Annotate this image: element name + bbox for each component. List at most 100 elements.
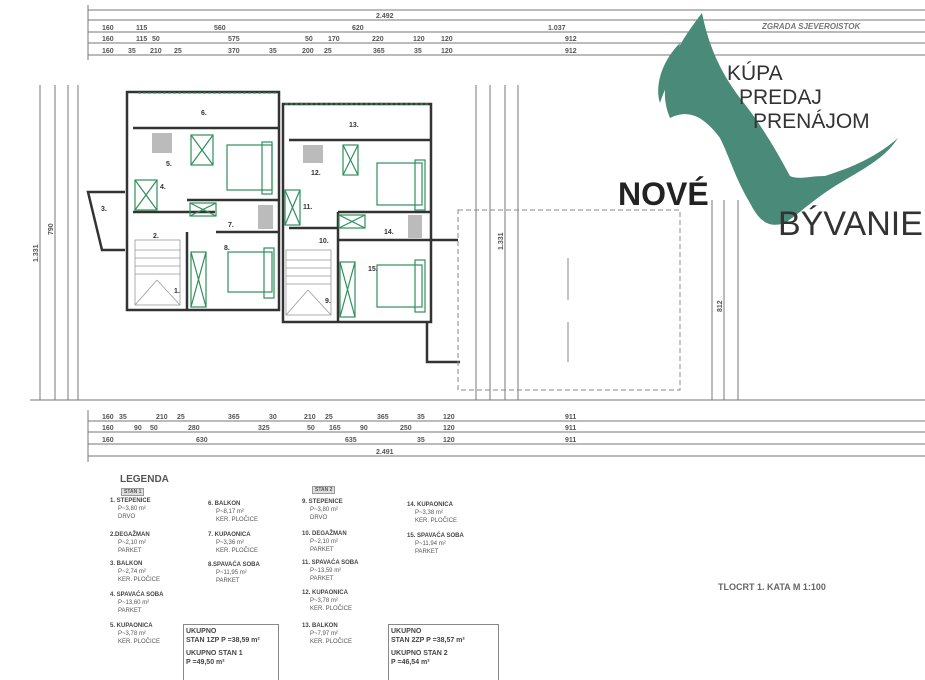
room-number-11: 11. <box>303 204 312 211</box>
room-number-3: 3. <box>101 206 107 213</box>
legend-item: 14. KUPAONICA P~3,38 m² KER. PLOČICE <box>407 501 457 525</box>
dimension-label: 160 <box>102 437 114 444</box>
dimension-label: 200 <box>302 48 314 55</box>
drawing-scale-label: TLOCRT 1. KATA M 1:100 <box>718 582 826 592</box>
dimension-label: 90 <box>134 425 142 432</box>
legend-item: 2.DEGAŽMAN P~2,10 m² PARKET <box>110 531 150 555</box>
dimension-label: 25 <box>177 414 185 421</box>
dimension-label: 911 <box>565 414 576 421</box>
legend-item-name: 1. STEPENICE <box>110 498 151 504</box>
dimension-label: 50 <box>152 36 160 43</box>
dimension-label: 160 <box>102 36 114 43</box>
legend-item-name: 4. SPAVAĆA SOBA <box>110 592 164 598</box>
logo-line-predaj: PREDAJ <box>739 86 822 109</box>
legend-item-name: 6. BALKON <box>208 501 241 507</box>
dimension-label: 912 <box>565 48 577 55</box>
dimension-label: 35 <box>417 414 425 421</box>
dimension-label: 25 <box>324 48 332 55</box>
room-number-13: 13. <box>349 122 359 129</box>
dimension-label: 250 <box>400 425 412 432</box>
total-gross-area: P =49,50 m² <box>186 659 225 666</box>
dimension-label: 160 <box>102 48 114 55</box>
room-number-7: 7. <box>228 222 234 229</box>
furniture <box>134 92 430 318</box>
dimension-label: 370 <box>228 48 240 55</box>
dimension-label: 165 <box>329 425 341 432</box>
dimension-label: 115 <box>136 36 147 43</box>
logo-line-kupa: KÚPA <box>727 62 783 85</box>
dimension-label: 620 <box>352 25 364 32</box>
stan2-tag: STAN 2 <box>312 486 336 494</box>
legend-item: 12. KUPAONICA P~3,78 m² KER. PLOČICE <box>302 589 352 613</box>
dimension-label: 120 <box>443 425 455 432</box>
legend-item-floor: PARKET <box>118 548 142 554</box>
total-box-stan2: UKUPNO STAN 2ZP P =38,57 m² UKUPNO STAN … <box>388 624 499 680</box>
legend-item-name: 9. STEPENICE <box>302 499 343 505</box>
legend-item-floor: KER. PLOČICE <box>310 606 353 612</box>
legend-item-floor: PARKET <box>310 576 334 582</box>
legend-item-floor: KER. PLOČICE <box>216 548 259 554</box>
legend-item-area: P~11,95 m² <box>216 570 247 576</box>
dimension-label: 365 <box>377 414 389 421</box>
walls <box>86 90 460 364</box>
legend-item-floor: PARKET <box>216 578 240 584</box>
legend-item-area: P~2,10 m² <box>118 540 146 546</box>
room-number-8: 8. <box>224 245 230 252</box>
legend-item-area: P~13,60 m² <box>118 600 150 606</box>
legend-item-area: P~3,78 m² <box>310 598 338 604</box>
room-number-14: 14. <box>384 229 394 236</box>
legend-item-name: 10. DEGAŽMAN <box>302 531 347 537</box>
legend-item-floor: DRVO <box>118 514 136 520</box>
logo-word-byvanie: BÝVANIE <box>778 205 923 243</box>
dimension-label: 575 <box>228 36 240 43</box>
dimension-label: 120 <box>441 48 453 55</box>
dimension-label: 120 <box>441 36 453 43</box>
legend-item-name: 7. KUPAONICA <box>208 532 251 538</box>
dimension-label: 25 <box>174 48 182 55</box>
legend-title: LEGENDA <box>120 474 169 485</box>
legend-item-floor: PARKET <box>310 547 334 553</box>
legend-item-area: P~7,97 m² <box>310 631 338 637</box>
room-number-10: 10. <box>319 238 329 245</box>
eagle-logo-icon <box>658 13 898 225</box>
room-number-6: 6. <box>201 110 207 117</box>
legend-item-name: 12. KUPAONICA <box>302 590 348 596</box>
dimension-label: 210 <box>150 48 162 55</box>
logo-word-nove: NOVÉ <box>618 176 709 212</box>
legend-item-name: 2.DEGAŽMAN <box>110 532 150 538</box>
legend-item-area: P~3,38 m² <box>415 510 443 516</box>
dimension-total: 2.492 <box>376 13 394 20</box>
legend-item-area: P~3,36 m² <box>216 540 244 546</box>
dimension-label: 120 <box>413 36 425 43</box>
total-label: UKUPNO <box>391 628 422 635</box>
dimension-total: 1.331 <box>33 244 40 262</box>
room-number-2: 2. <box>153 233 159 240</box>
dimension-label: 35 <box>119 414 127 421</box>
legend-item-area: P~13,59 m² <box>310 568 342 574</box>
dimension-label: 280 <box>188 425 200 432</box>
legend-item-floor: KER. PLOČICE <box>310 639 353 645</box>
dimension-label: 35 <box>417 437 425 444</box>
dimension-label: 365 <box>228 414 240 421</box>
total-net-area: STAN 2ZP P =38,57 m² <box>391 637 465 644</box>
total-label: UKUPNO STAN 2 <box>391 650 448 657</box>
dimension-label: 35 <box>269 48 277 55</box>
dimension-label: 120 <box>443 414 455 421</box>
total-gross-area: P =46,54 m² <box>391 659 430 666</box>
dimension-label: 210 <box>304 414 316 421</box>
legend-item-area: P~3,80 m² <box>118 506 146 512</box>
dimension-label: 160 <box>102 25 114 32</box>
legend-item-name: 3. BALKON <box>110 561 143 567</box>
total-label: UKUPNO <box>186 628 217 635</box>
legend-item-area: P~11,94 m² <box>415 541 446 547</box>
dimension-label: 35 <box>128 48 136 55</box>
legend-item-name: 14. KUPAONICA <box>407 502 453 508</box>
legend-item-floor: KER. PLOČICE <box>415 518 458 524</box>
legend-item-name: 15. SPAVAĆA SOBA <box>407 533 464 539</box>
dimension-total: 2.491 <box>376 449 394 456</box>
